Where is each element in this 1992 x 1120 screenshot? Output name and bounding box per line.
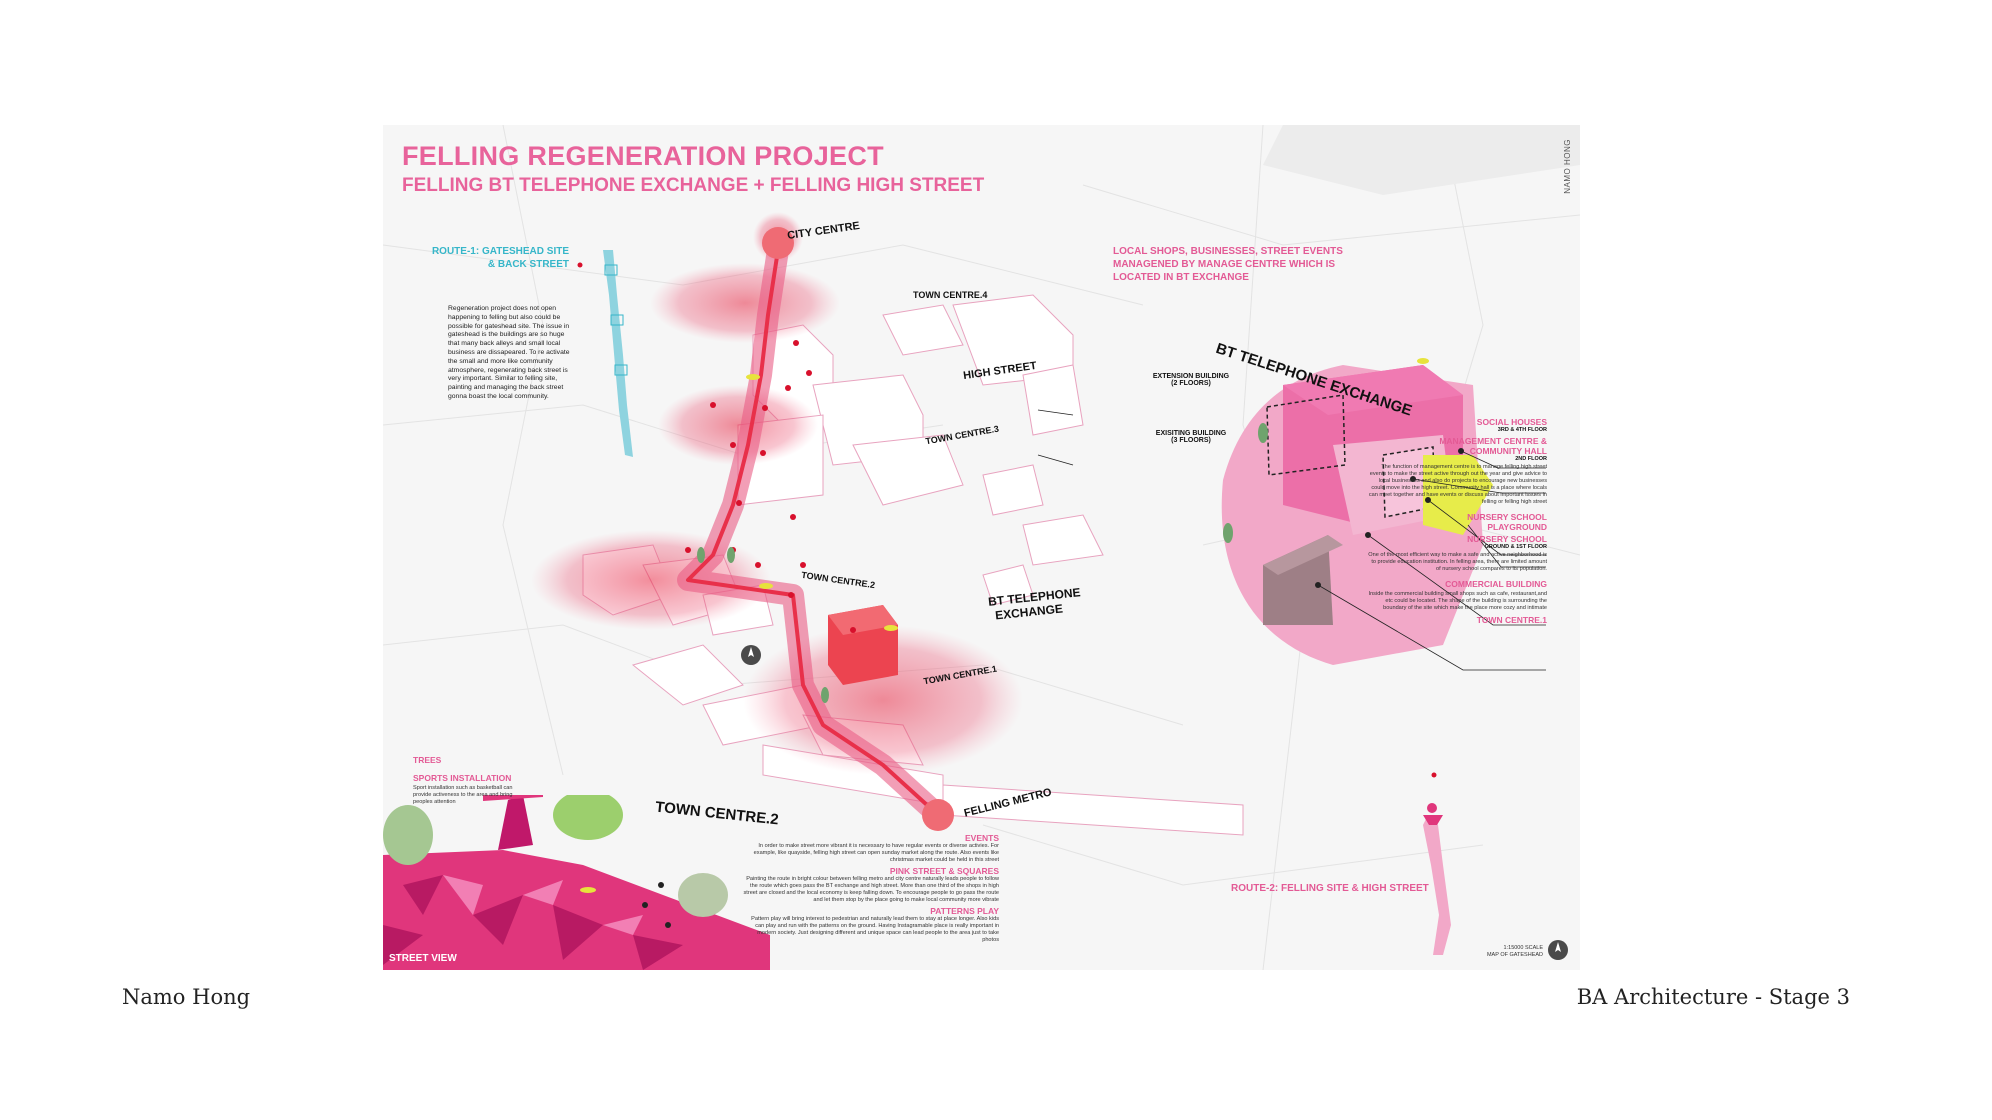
river [1263, 125, 1580, 195]
project-title: FELLING REGENERATION PROJECT [402, 141, 884, 171]
compass-icon [741, 645, 761, 665]
existing-label: EXISITING BUILDING (3 FLOORS) [1151, 430, 1231, 444]
footer-author: Namo Hong [122, 985, 251, 1009]
route2-thumbnail-map [1423, 772, 1451, 955]
scale-note: 1:15000 SCALE MAP OF GATESHEAD [1443, 945, 1543, 959]
nursery-floor: GROUND & 1ST FLOOR [1484, 544, 1547, 550]
scale-line1: 1:15000 SCALE [1503, 945, 1543, 951]
nursery-school-label: NURSERY SCHOOL [1467, 534, 1547, 544]
presentation-board: FELLING REGENERATION PROJECT FELLING BT … [383, 125, 1580, 970]
footer-course: BA Architecture - Stage 3 [1576, 985, 1850, 1009]
town-centre-1-label: TOWN CENTRE.1 [1476, 615, 1547, 625]
nursery-text: One of the most efficient way to make a … [1368, 552, 1547, 572]
management-text: The function of management centre is to … [1368, 464, 1547, 505]
management-line2: COMMUNITY HALL [1469, 446, 1547, 456]
site-map-diagram [383, 125, 1580, 970]
sports-text: Sport installation such as basketball ca… [413, 785, 513, 805]
author-vertical: NAMO HONG [1563, 139, 1572, 194]
trees [697, 547, 829, 703]
patterns-label: PATTERNS PLAY [930, 906, 999, 916]
nursery-playground-line2: PLAYGROUND [1487, 522, 1547, 532]
social-houses-floors: 3RD & 4TH FLOOR [1497, 427, 1547, 433]
extension-label: EXTENSION BUILDING (2 FLOORS) [1151, 373, 1231, 387]
bt-program-legend: SOCIAL HOUSES 3RD & 4TH FLOOR MANAGEMENT… [1367, 417, 1547, 625]
north-arrow-icon [1548, 940, 1568, 960]
route1-thumbnail-map [577, 250, 633, 457]
commercial-text: Inside the commercial building small sho… [1368, 591, 1547, 611]
patterns-text: Pattern play will bring interest to pede… [751, 916, 999, 943]
street-view-render: STREET VIEW [383, 795, 770, 970]
city-centre-node[interactable] [762, 227, 794, 259]
existing-line1: EXISITING BUILDING [1155, 430, 1227, 437]
route1-heading: ROUTE-1: GATESHEAD SITE & BACK STREET [431, 246, 569, 270]
route1-text: Regeneration project does not open happe… [448, 305, 570, 400]
events-label: EVENTS [964, 833, 999, 843]
pink-street-label: PINK STREET & SQUARES [889, 866, 999, 876]
management-floor: 2ND FLOOR [1515, 456, 1547, 462]
bt-exchange-block [828, 605, 898, 685]
existing-line2: (3 FLOORS) [1171, 437, 1211, 444]
extension-line2: (2 FLOORS) [1171, 380, 1211, 387]
social-houses-label: SOCIAL HOUSES [1476, 417, 1547, 427]
commercial-label: COMMERCIAL BUILDING [1445, 579, 1547, 589]
bt-leader-lines [1037, 409, 1546, 671]
highlight-markers [746, 374, 898, 631]
events-text: In order to make street more vibrant it … [753, 843, 999, 863]
local-shops-heading: LOCAL SHOPS, BUSINESSES, STREET EVENTS M… [1113, 246, 1343, 283]
pink-street-text: Painting the route in bright colour betw… [743, 876, 999, 903]
extension-line1: EXTENSION BUILDING [1152, 373, 1230, 380]
label-town-centre-4: TOWN CENTRE.4 [913, 290, 988, 300]
street-view-label: STREET VIEW [389, 953, 457, 964]
nursery-playground-line1: NURSERY SCHOOL [1467, 512, 1547, 522]
street-view-illustration [383, 795, 770, 970]
trees-label: TREES [413, 755, 442, 765]
town-centre-glows [531, 212, 1023, 775]
project-subtitle: FELLING BT TELEPHONE EXCHANGE + FELLING … [402, 175, 985, 196]
bt-detail-model [1221, 358, 1493, 665]
route2-heading: ROUTE-2: FELLING SITE & HIGH STREET [1231, 883, 1429, 894]
management-line1: MANAGEMENT CENTRE & [1439, 436, 1547, 446]
sports-label: SPORTS INSTALLATION [413, 773, 512, 783]
route-centerline [686, 249, 940, 817]
felling-metro-node[interactable] [922, 799, 954, 831]
street-view-legend: EVENTS In order to make street more vibr… [743, 833, 999, 944]
scale-line2: MAP OF GATESHEAD [1486, 952, 1543, 958]
